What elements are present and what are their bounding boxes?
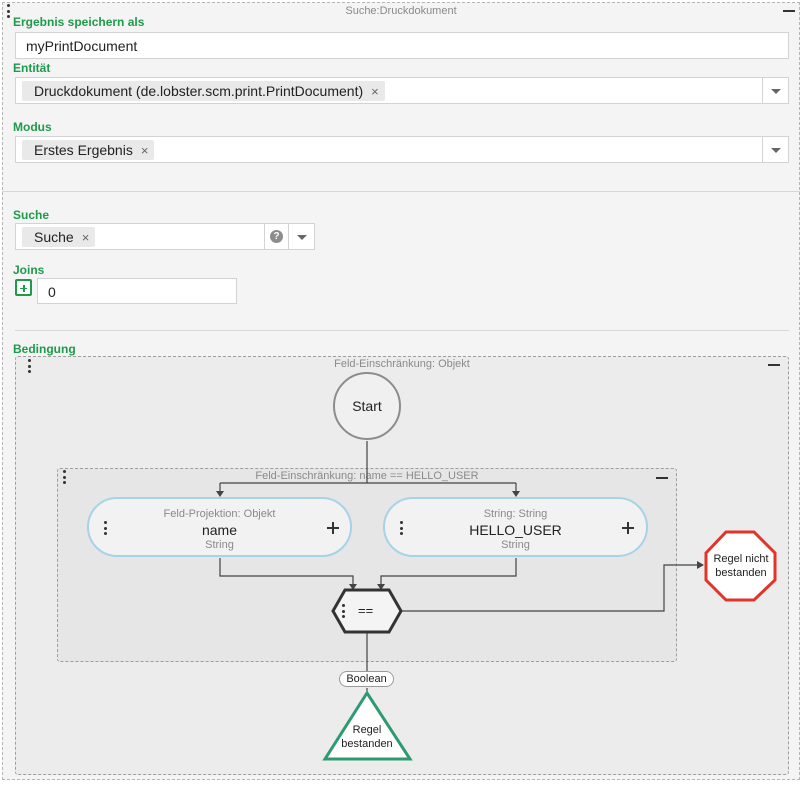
mode-chip-label: Erstes Ergebnis — [34, 142, 133, 158]
search-chip-remove-icon[interactable]: × — [81, 230, 90, 245]
entity-label: Entität — [13, 61, 51, 75]
joins-value: 0 — [48, 284, 56, 300]
search-chip: Suche × — [22, 227, 96, 247]
save-as-label: Ergebnis speichern als — [13, 15, 145, 29]
joins-input[interactable]: 0 — [37, 278, 237, 304]
search-dropdown-icon[interactable] — [288, 224, 314, 249]
entity-dropdown-icon[interactable] — [762, 78, 788, 103]
add-join-icon[interactable] — [15, 279, 32, 296]
string-value-menu-icon[interactable] — [399, 521, 403, 535]
search-chip-label: Suche — [34, 229, 74, 245]
field-projection-add-icon[interactable] — [327, 522, 339, 534]
string-value-subtitle: String: String — [483, 508, 548, 520]
save-as-value: myPrintDocument — [26, 38, 138, 54]
mode-chip-remove-icon[interactable]: × — [140, 143, 149, 158]
joins-label: Joins — [13, 263, 45, 277]
search-label: Suche — [13, 208, 50, 222]
search-select[interactable]: Suche × ? — [15, 223, 315, 250]
operator-label[interactable]: == — [358, 603, 374, 618]
string-value-name: HELLO_USER — [469, 522, 562, 538]
mode-select[interactable]: Erstes Ergebnis × — [15, 136, 789, 163]
inner-constraint-menu-icon[interactable] — [62, 470, 66, 484]
condition-label: Bedingung — [13, 342, 76, 356]
field-projection-node[interactable]: Feld-Projektion: Objekt name String — [87, 497, 352, 557]
string-value-add-icon[interactable] — [622, 522, 634, 534]
string-value-type: String — [501, 539, 530, 551]
pass-line-1: Regel — [352, 724, 382, 736]
entity-chip: Druckdokument (de.lobster.scm.print.Prin… — [22, 81, 385, 101]
field-projection-type: String — [205, 539, 234, 551]
outer-constraint-title: Feld-Einschränkung: Objekt — [334, 358, 470, 370]
section-divider — [15, 330, 789, 331]
pass-node-label[interactable]: Regel bestanden — [330, 723, 404, 751]
field-projection-menu-icon[interactable] — [103, 521, 107, 535]
string-value-node[interactable]: String: String HELLO_USER String — [383, 497, 648, 557]
panel-title: Suche:Druckdokument — [345, 5, 457, 17]
field-projection-name: name — [201, 522, 238, 538]
section-divider — [2, 191, 800, 192]
operator-menu-icon[interactable] — [341, 604, 345, 618]
field-projection-subtitle: Feld-Projektion: Objekt — [163, 508, 276, 520]
inner-constraint-title: Feld-Einschränkung: name == HELLO_USER — [255, 470, 479, 482]
start-node[interactable]: Start — [333, 372, 401, 440]
result-type-badge: Boolean — [339, 671, 394, 687]
outer-constraint-collapse-icon[interactable] — [768, 364, 780, 366]
fail-line-2: bestanden — [715, 567, 767, 579]
search-help-divider — [264, 224, 265, 249]
mode-chip: Erstes Ergebnis × — [22, 140, 155, 160]
entity-select[interactable]: Druckdokument (de.lobster.scm.print.Prin… — [15, 77, 789, 104]
fail-node-label[interactable]: Regel nicht bestanden — [706, 552, 776, 580]
outer-constraint-menu-icon[interactable] — [27, 359, 31, 373]
mode-dropdown-icon[interactable] — [762, 137, 788, 162]
fail-line-1: Regel nicht — [713, 553, 769, 565]
entity-chip-remove-icon[interactable]: × — [371, 84, 379, 99]
entity-chip-label: Druckdokument (de.lobster.scm.print.Prin… — [34, 83, 364, 99]
mode-label: Modus — [13, 120, 52, 134]
inner-constraint-collapse-icon[interactable] — [656, 477, 668, 479]
save-as-input[interactable]: myPrintDocument — [15, 32, 789, 59]
panel-collapse-icon[interactable] — [783, 10, 795, 12]
panel-menu-icon[interactable] — [6, 4, 10, 18]
help-icon[interactable]: ? — [270, 230, 283, 243]
pass-line-2: bestanden — [341, 738, 393, 750]
